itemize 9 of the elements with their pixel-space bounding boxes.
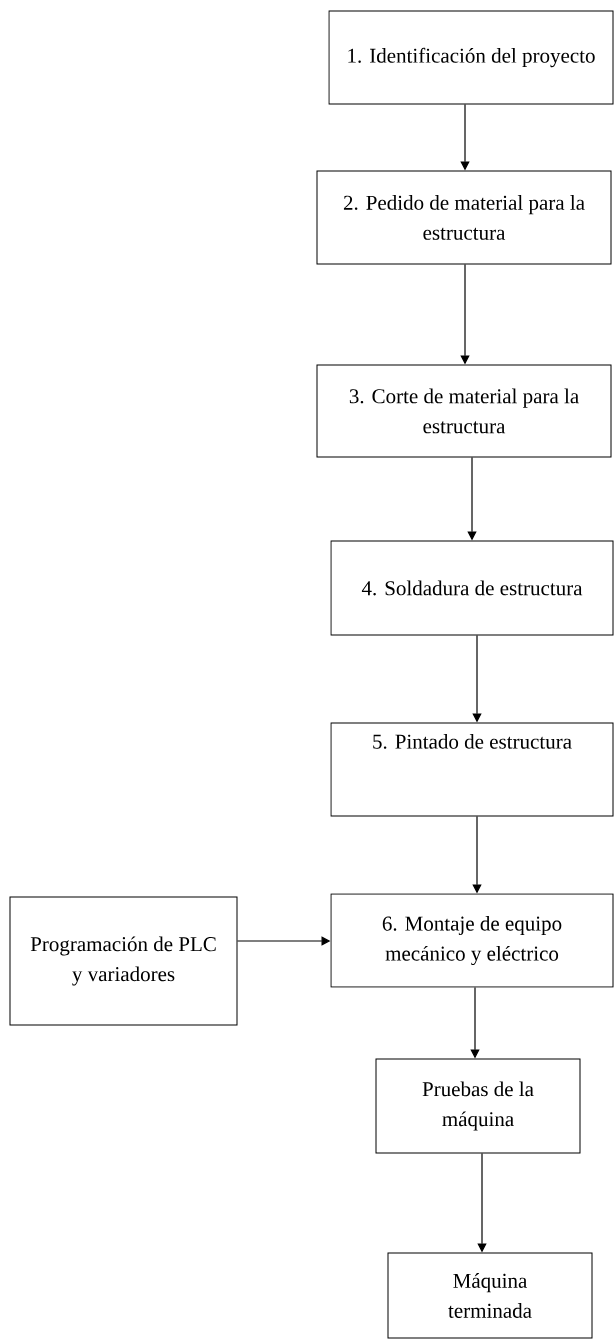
process-box: 1. Identificación del proyecto [328,10,614,105]
process-box: 4. Soldadura de estructura [330,540,614,636]
process-box: Máquina terminada [387,1252,593,1339]
process-box: Programación de PLC y variadores [9,896,238,1026]
process-box: 5. Pintado de estructura [330,722,614,817]
process-box: Pruebas de la máquina [375,1058,581,1154]
process-box: 6. Montaje de equipo mecánico y eléctrico [330,893,614,988]
process-box: 2. Pedido de material para la estructura [316,170,612,265]
process-box: 3. Corte de material para la estructura [316,364,612,458]
